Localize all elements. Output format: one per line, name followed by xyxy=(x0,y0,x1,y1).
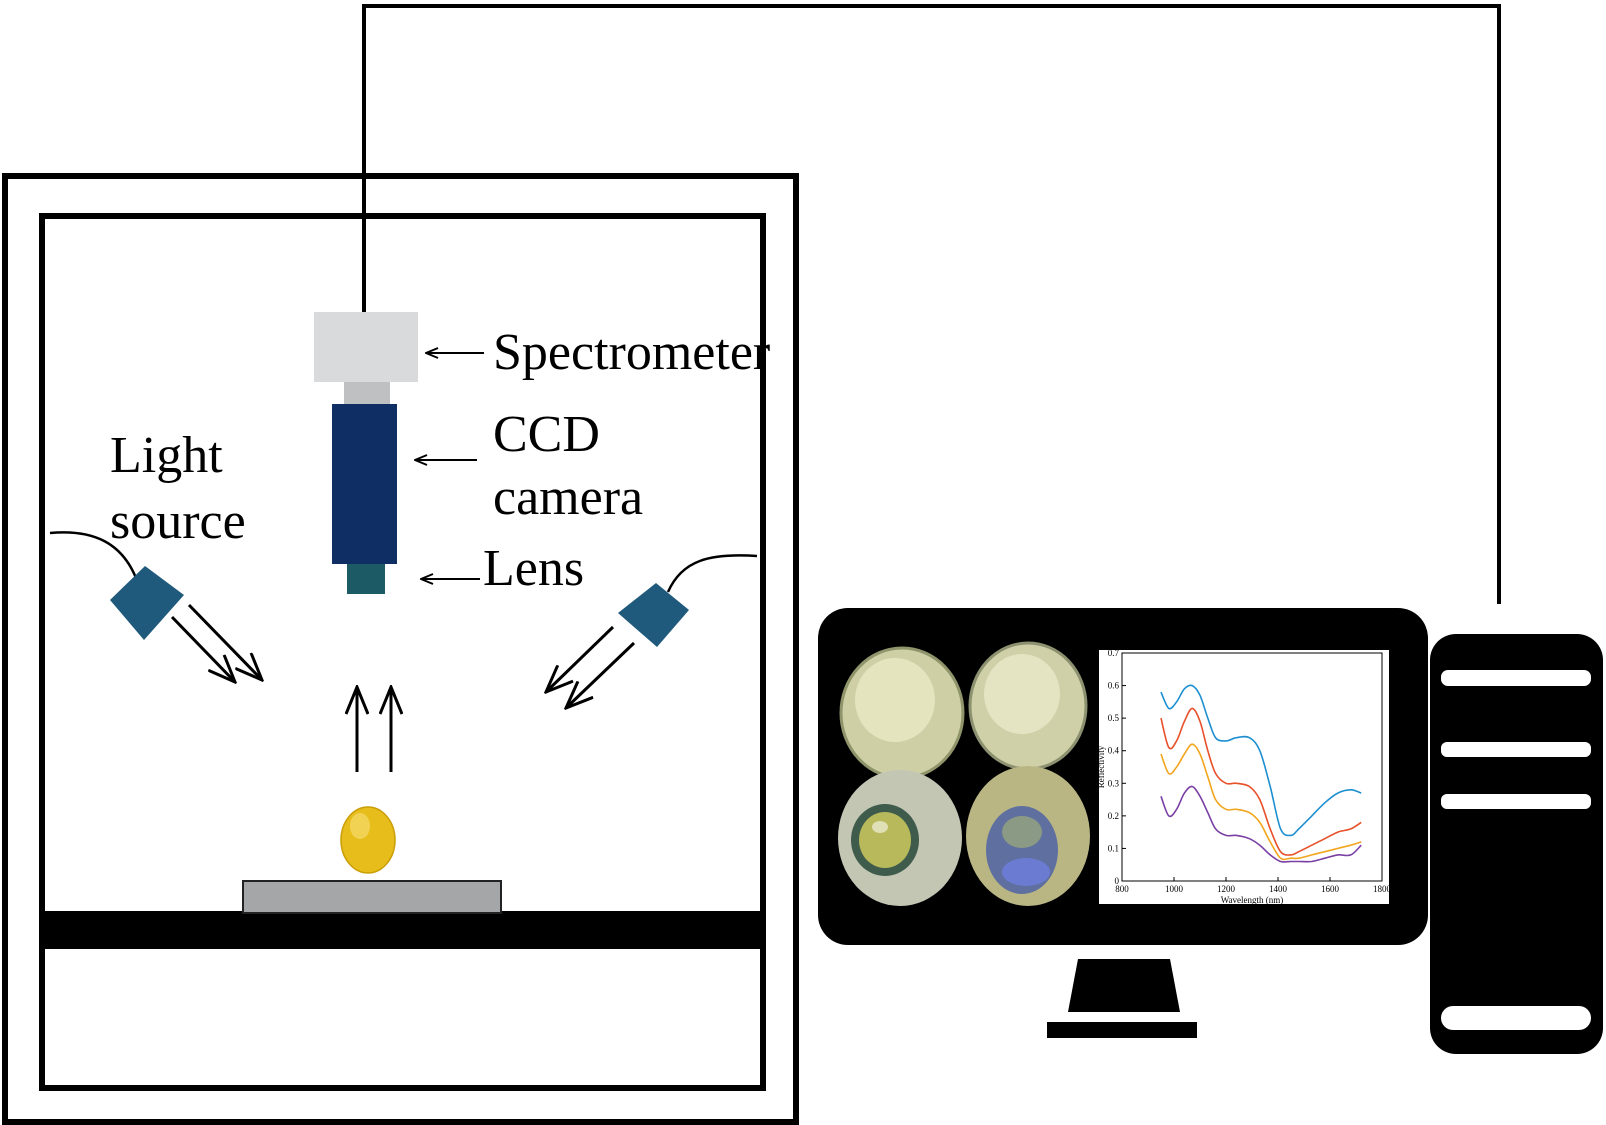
spectrum-series-line-1 xyxy=(1160,684,1362,837)
monitor-neck xyxy=(1068,959,1180,1012)
light-label: Light xyxy=(110,427,223,484)
y-tick-label: 0.4 xyxy=(1108,746,1120,756)
fruit-image-4 xyxy=(966,766,1090,906)
y-tick-label: 0 xyxy=(1115,876,1120,886)
left-illumination-arrows xyxy=(170,603,262,682)
spectrometer-label: Spectrometer xyxy=(493,324,770,381)
x-tick-label: 1800 xyxy=(1373,884,1392,894)
spectrum-series-line-3 xyxy=(1160,743,1362,861)
y-axis-label: Reflectivity xyxy=(1096,745,1106,788)
y-tick-label: 0.7 xyxy=(1108,648,1120,658)
x-tick-label: 1400 xyxy=(1269,884,1288,894)
plot-area xyxy=(1121,652,1383,882)
y-tick-label: 0.5 xyxy=(1108,713,1120,723)
lens-label: Lens xyxy=(483,540,584,597)
lens xyxy=(347,564,385,594)
data-cable xyxy=(362,4,1501,604)
source-label: source xyxy=(110,493,246,550)
computer-tower xyxy=(1430,634,1603,1054)
camera-connector xyxy=(344,382,390,404)
sample-platform xyxy=(242,880,502,914)
spectrum-series-line-4 xyxy=(1160,785,1362,863)
x-axis-label: Wavelength (nm) xyxy=(1221,895,1284,905)
chart-panel xyxy=(1099,650,1389,904)
ccd-label: CCD xyxy=(493,406,600,463)
right-light-source xyxy=(618,583,689,647)
y-tick-label: 0.6 xyxy=(1108,681,1120,691)
y-axis-ticks: 0 0.1 0.2 0.3 0.4 0.5 0.6 0.7 xyxy=(1108,648,1126,886)
tower-front-slot xyxy=(1441,1006,1591,1030)
spectrum-series-line-2 xyxy=(1160,707,1362,856)
ccd-camera xyxy=(332,404,397,564)
left-light-cable xyxy=(49,531,138,579)
left-light-source xyxy=(110,566,184,640)
monitor-foot xyxy=(1047,1022,1197,1038)
spectral-series xyxy=(1160,684,1362,863)
fruit-image-1 xyxy=(839,646,965,780)
fruit-image-3 xyxy=(838,770,962,906)
x-tick-label: 1200 xyxy=(1217,884,1236,894)
x-axis-ticks: 800 1000 1200 1400 1600 1800 xyxy=(1115,877,1392,894)
drive-bay-3 xyxy=(1441,794,1591,809)
dark-box xyxy=(2,173,799,1125)
spectral-chart: 0 0.1 0.2 0.3 0.4 0.5 0.6 0.7 800 1000 1200 1400 16… xyxy=(1096,648,1392,905)
stage-base xyxy=(42,911,763,949)
x-tick-label: 1000 xyxy=(1165,884,1184,894)
right-light-cable xyxy=(666,554,758,593)
drive-bay-2 xyxy=(1441,742,1591,757)
reflection-arrows xyxy=(357,687,391,772)
y-tick-label: 0.3 xyxy=(1108,778,1120,788)
right-illumination-arrows xyxy=(546,625,636,708)
x-tick-label: 1600 xyxy=(1321,884,1340,894)
fruit-image-2 xyxy=(968,641,1088,771)
spectrometer xyxy=(314,312,418,382)
x-tick-label: 800 xyxy=(1115,884,1129,894)
y-tick-label: 0.2 xyxy=(1108,811,1119,821)
sample-fruit xyxy=(340,806,396,874)
drive-bay-1 xyxy=(1441,670,1591,686)
y-tick-label: 0.1 xyxy=(1108,843,1119,853)
camera-label: camera xyxy=(493,469,643,526)
fruit-images xyxy=(838,640,1098,906)
